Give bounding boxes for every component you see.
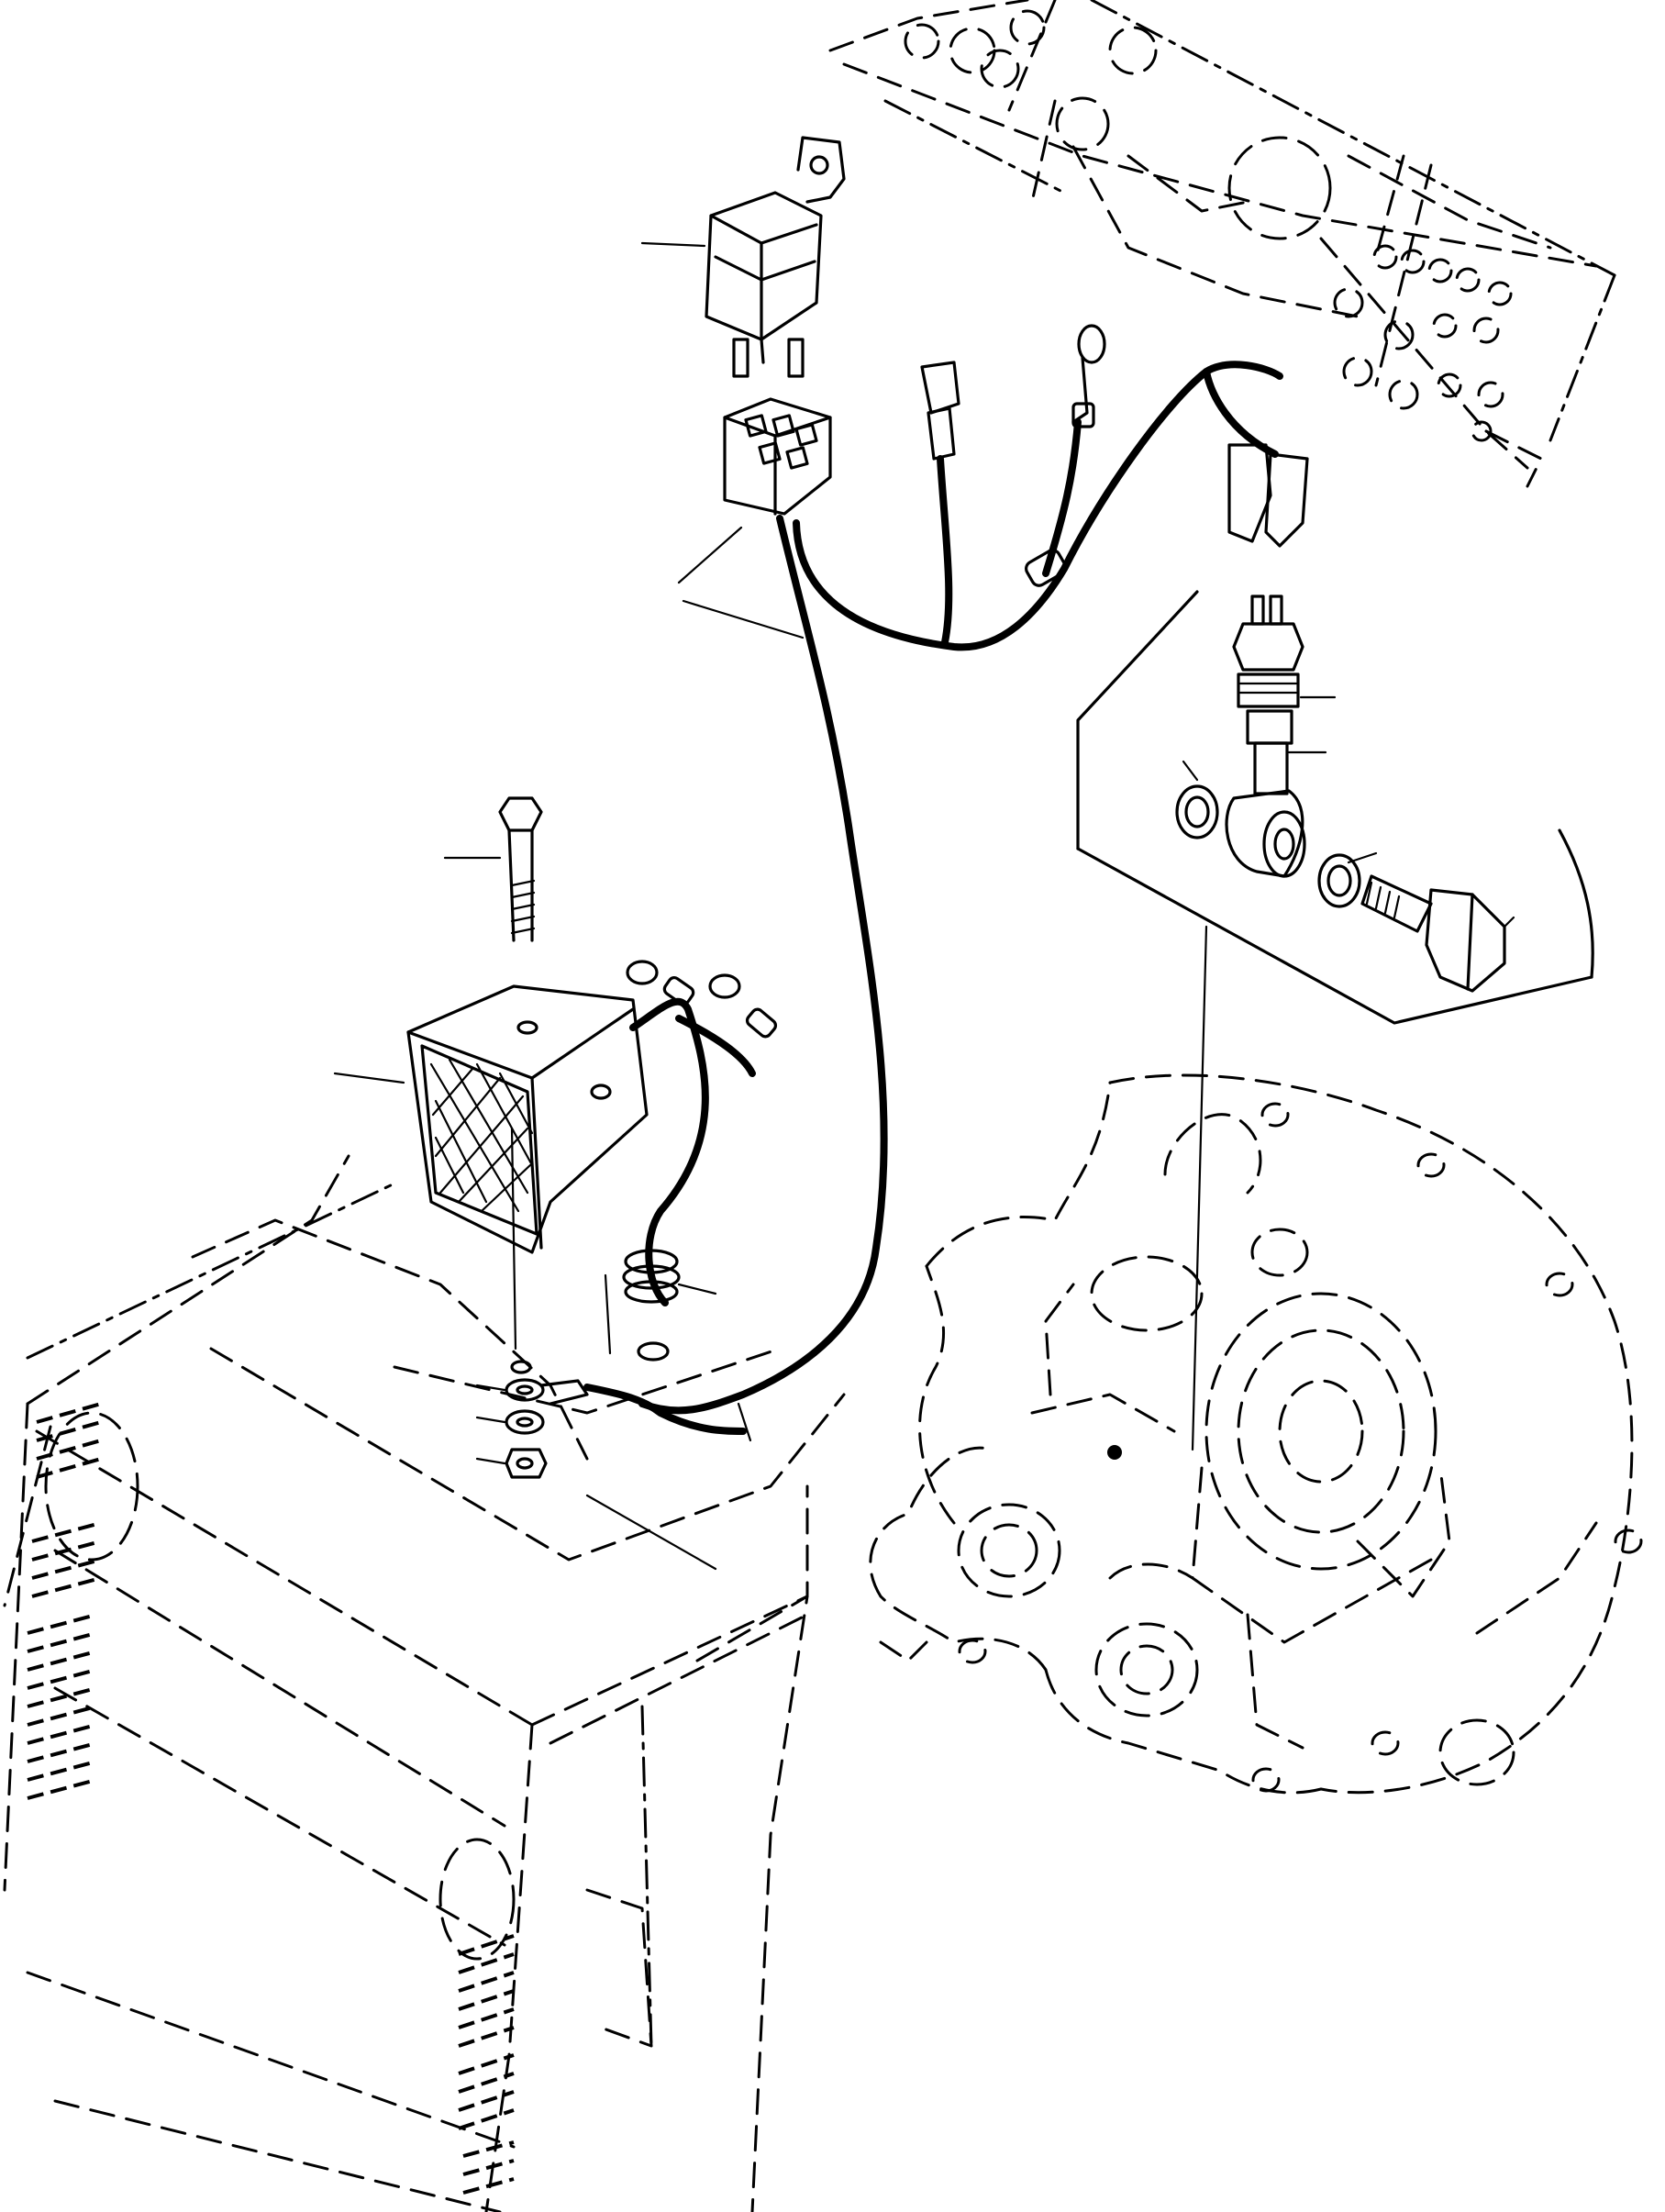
pressure-switch-detail bbox=[1076, 590, 1594, 1025]
leader-relay bbox=[640, 241, 706, 248]
leader-grommet bbox=[677, 1283, 717, 1295]
adapter-elbow bbox=[1225, 789, 1306, 878]
seal-washers bbox=[1175, 784, 1361, 908]
leader-lines bbox=[333, 241, 1515, 1571]
mounting-bolt bbox=[498, 796, 543, 942]
washers-and-nut bbox=[505, 1360, 747, 1479]
transmission-housing bbox=[869, 1073, 1643, 1795]
pressure-switch bbox=[1232, 595, 1304, 795]
wiring-harness bbox=[638, 324, 1309, 1415]
radiator-grille bbox=[3, 1154, 846, 2212]
leader-harness bbox=[682, 599, 805, 639]
leader-socket bbox=[677, 526, 743, 584]
leader-seal-right bbox=[1347, 851, 1378, 864]
leader-buzzer bbox=[333, 1072, 405, 1084]
leader-banjo bbox=[1503, 916, 1515, 928]
leader-nut bbox=[475, 1457, 506, 1465]
leader-seal-left bbox=[1182, 760, 1199, 782]
relay-socket bbox=[723, 397, 832, 516]
instrument-panel bbox=[828, 0, 1616, 488]
grommet bbox=[622, 1249, 681, 1362]
banjo-bolt bbox=[1360, 874, 1506, 993]
leader-washer1 bbox=[475, 1384, 506, 1392]
leader-washer2 bbox=[475, 1416, 506, 1424]
relay bbox=[705, 136, 846, 378]
alarm-buzzer bbox=[406, 960, 778, 1306]
